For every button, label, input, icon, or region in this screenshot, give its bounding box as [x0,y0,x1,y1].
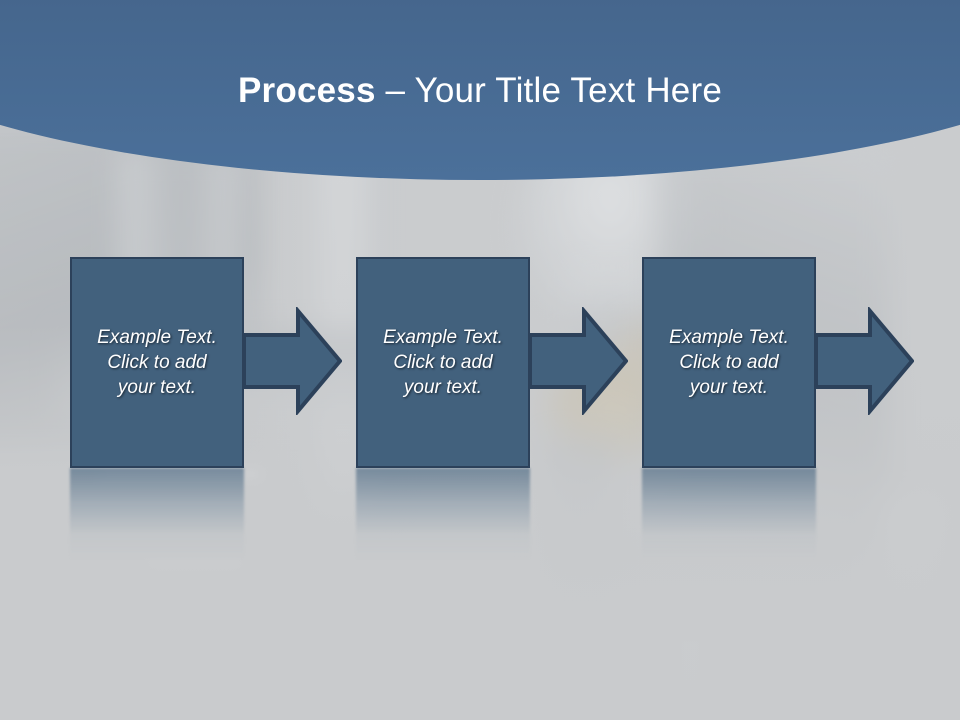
stage-reflection [70,468,244,560]
arrow-right-icon [528,307,628,415]
stage-box[interactable]: Example Text. Click to add your text. [642,257,816,468]
stage-text[interactable]: Example Text. Click to add your text. [669,327,789,398]
stage-reflection [356,468,530,560]
stage-text[interactable]: Example Text. Click to add your text. [97,327,217,398]
page-title-rest: – Your Title Text Here [375,71,722,111]
stage-box[interactable]: Example Text. Click to add your text. [70,257,244,468]
stage-box[interactable]: Example Text. Click to add your text. [356,257,530,468]
page-title: Process – Your Title Text Here [0,71,960,111]
arrow-right-icon [242,307,342,415]
stage-reflection [642,468,816,560]
header-banner [0,0,960,200]
arrow-right-icon [814,307,914,415]
page-title-lead: Process [238,71,376,111]
stage-text[interactable]: Example Text. Click to add your text. [383,327,503,398]
header-gradient-fill [0,0,960,180]
